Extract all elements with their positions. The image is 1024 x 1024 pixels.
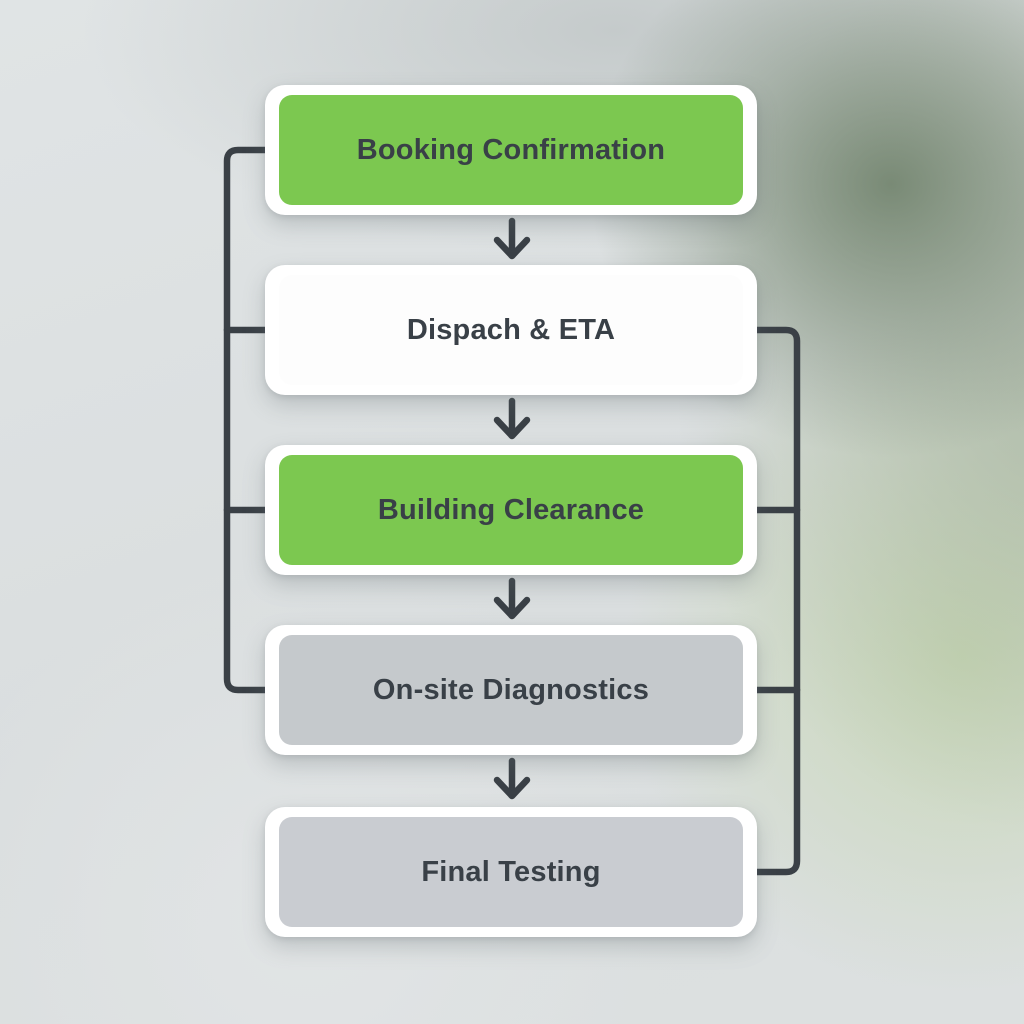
node-label: Booking Confirmation: [356, 133, 666, 166]
down-arrow-icon: [493, 757, 531, 800]
node-booking-confirmation: Booking Confirmation: [265, 85, 757, 215]
node-final-testing: Final Testing: [265, 807, 757, 937]
node-fill: Dispach & ETA: [279, 275, 743, 385]
node-fill: Building Clearance: [279, 455, 743, 565]
node-fill: Final Testing: [279, 817, 743, 927]
node-label: On-site Diagnostics: [372, 673, 650, 706]
node-fill: Booking Confirmation: [279, 95, 743, 205]
left-bus-connector: [223, 146, 279, 694]
node-onsite-diagnostics: On-site Diagnostics: [265, 625, 757, 755]
right-bus-connector: [745, 326, 801, 876]
node-label: Final Testing: [421, 855, 601, 888]
node-building-clearance: Building Clearance: [265, 445, 757, 575]
down-arrow-icon: [493, 217, 531, 260]
node-fill: On-site Diagnostics: [279, 635, 743, 745]
node-label: Building Clearance: [377, 493, 645, 526]
down-arrow-icon: [493, 577, 531, 620]
node-dispatch-eta: Dispach & ETA: [265, 265, 757, 395]
down-arrow-icon: [493, 397, 531, 440]
node-label: Dispach & ETA: [406, 313, 616, 346]
